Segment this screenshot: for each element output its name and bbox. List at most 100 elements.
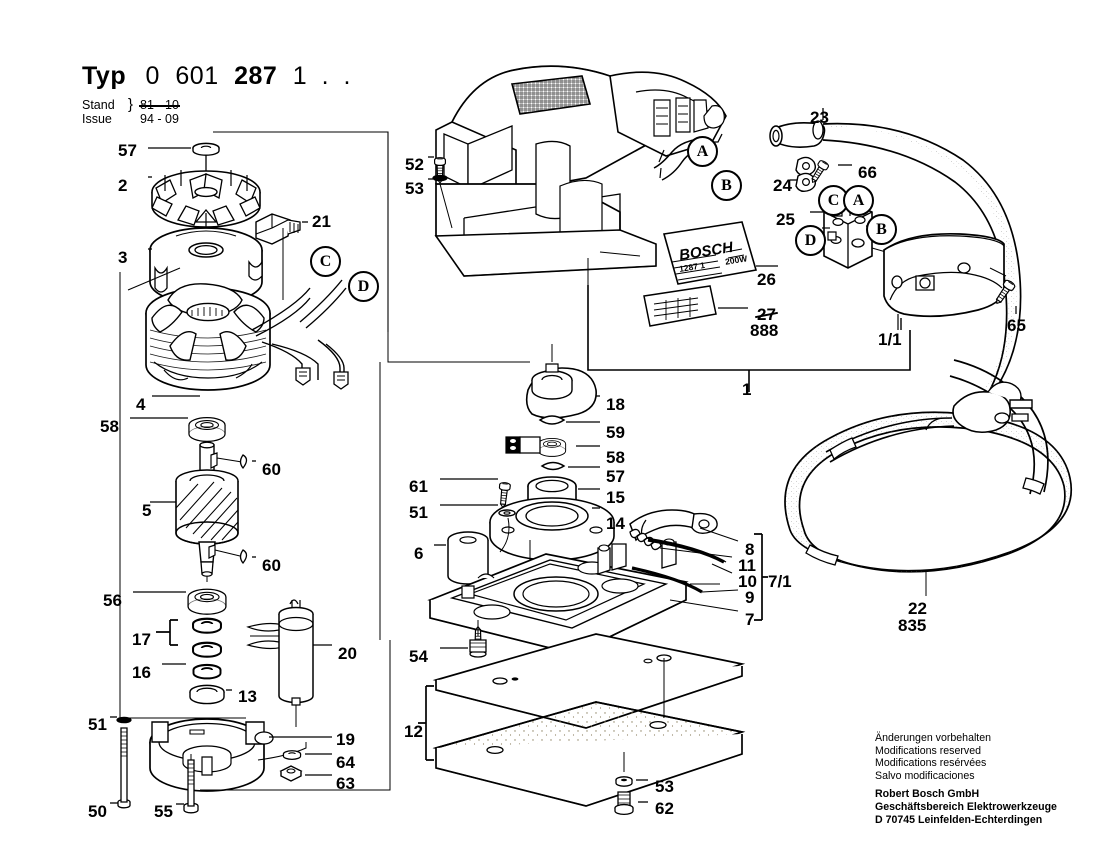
part-key-block [505,436,541,454]
callout-835: 835 [898,616,927,635]
part-21-terminal [255,213,308,300]
part-16-washer [192,663,222,680]
circled-letter-d: D [348,271,379,302]
callout-27-struck: 27 [757,305,776,324]
callout-2: 2 [118,176,128,195]
callout-15: 15 [606,488,625,507]
part-27-rating-plate [643,285,748,327]
part-4-stator [145,283,271,397]
part-58-bearing-upper [188,417,226,443]
typ-label: Typ [82,62,127,90]
callout-55: 55 [154,802,173,821]
footer-line-2: Modifications resérvées [875,757,987,770]
footer-line-0: Änderungen vorbehalten [875,732,992,744]
part-66-screw [807,158,852,186]
part-2-fan [148,155,261,228]
part-12-sanding-pad [432,658,746,807]
part-61-screw [440,478,512,509]
callout-19: 19 [336,730,355,749]
part-1-main-housing [434,65,727,286]
part-5-armature [150,441,256,577]
callout-53: 53 [405,179,424,198]
part-12-backing-plate [432,633,746,729]
callout-5: 5 [142,501,152,520]
issue-value: 94 - 09 [140,112,179,126]
typ-p5: . [343,62,351,90]
footer-line-1: Modifications reserved [875,744,981,757]
part-17-spring-washers [191,617,292,658]
callout-4: 4 [136,395,146,414]
part-19-fan-housing [149,718,332,792]
part-9-rod [631,566,739,594]
callout-11: 11 [738,556,756,575]
callout-65: 65 [1007,316,1026,335]
part-26-nameplate [662,221,778,285]
callout-64: 64 [336,753,355,772]
callout-66: 66 [858,163,877,182]
callout-18: 18 [606,395,625,414]
typ-p3: 1 [292,62,308,90]
part-53-washer-a [428,174,453,229]
callout-50: 50 [88,802,107,821]
circled-letter-c: C [310,246,341,277]
callout-53: 53 [655,777,674,796]
issue-label: Issue [82,112,112,126]
assembly-guide-lines [119,131,911,761]
lead-connectors [295,367,349,390]
header-brace: } [128,96,134,113]
callout-7-1: 7/1 [768,572,792,591]
callout-7: 7 [745,610,755,629]
part-55-screw [176,640,391,814]
part-20-capacitor [278,599,332,727]
circled-letter-b: B [711,170,742,201]
callout-60: 60 [262,460,281,479]
callout-25: 25 [776,210,795,229]
part-22-power-cord [784,359,1073,596]
callout-23: 23 [810,108,829,127]
part-63-nut [279,765,332,782]
callout-61: 61 [409,477,428,496]
part-51-washer-b [440,504,516,553]
stator-leads [251,279,347,386]
part-58-bearing-eccentric [537,437,567,457]
callout-17: 17 [132,630,151,649]
callout-51: 51 [88,715,107,734]
part-64-washer [282,750,302,760]
part-23-cord-sleeve [769,108,1022,403]
callout-1: 1 [742,380,752,399]
footer-company-1: Geschäftsbereich Elektrowerkzeuge [875,800,1057,813]
callout-58: 58 [606,448,625,467]
callout-60: 60 [262,556,281,575]
part-7-base-plate [427,538,739,655]
footer-line-3: Salvo modificaciones [875,769,975,782]
footer-company-0: Robert Bosch GmbH [875,788,980,801]
circled-letter-b: B [866,214,897,245]
part-57-washer-top [148,142,220,156]
part-1-1-handle-cover [883,232,1005,330]
stand-value: 81 - 10 [140,98,179,112]
part-65-screw [989,267,1017,314]
callout-22: 22 [908,599,927,618]
typ-p4: . [321,62,330,90]
callout-9: 9 [745,588,755,607]
callout-888-struck: 888 [750,321,779,340]
sheet-footer: Änderungen vorbehalten Modifications res… [875,732,1057,826]
typ-p1: 601 [175,62,219,90]
callout-20: 20 [338,644,357,663]
callout-1-1: 1/1 [878,330,902,349]
callout-13: 13 [238,687,257,706]
part-57-washer-eccentric [540,461,600,471]
callout-62: 62 [655,799,674,818]
part-53-washer-b [615,752,648,787]
circled-letter-a: A [687,136,718,167]
callout-54: 54 [409,647,428,666]
part-56-bearing-lower [187,588,227,615]
callout-57: 57 [606,467,625,486]
typ-p2: 287 [234,62,278,90]
part-54-screw [440,620,487,658]
callout-59: 59 [606,423,625,442]
part-25-switch-block [810,198,887,269]
